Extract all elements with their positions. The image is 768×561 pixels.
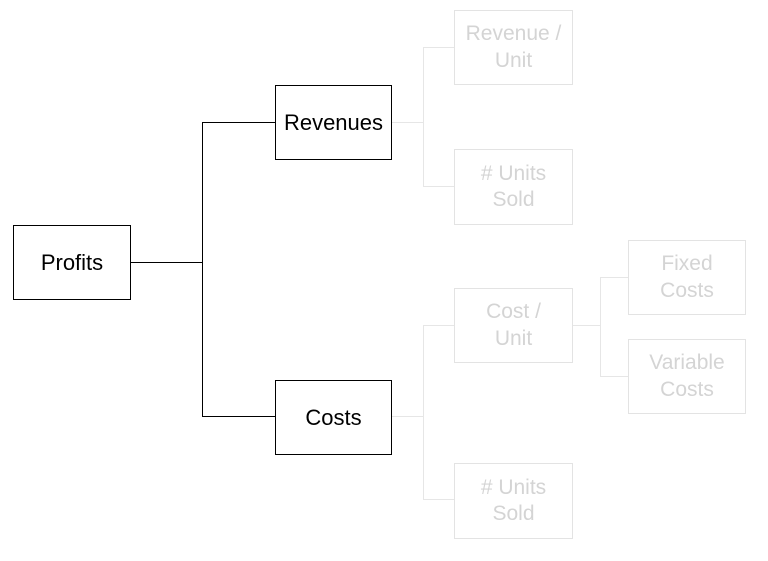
node-profits-label: Profits bbox=[40, 249, 104, 275]
node-fixed-costs-label: Fixed Costs bbox=[660, 252, 714, 302]
node-units-sold-revenue: # Units Sold bbox=[454, 149, 573, 225]
node-costs-label: Costs bbox=[305, 404, 362, 430]
connector-to-fixed-costs bbox=[600, 277, 628, 278]
node-revenue-per-unit: Revenue / Unit bbox=[454, 10, 573, 85]
connector-revenues-spine bbox=[423, 47, 424, 187]
node-revenues-label: Revenues bbox=[283, 109, 384, 135]
node-cost-per-unit: Cost / Unit bbox=[454, 288, 573, 363]
node-cost-per-unit-label: Cost / Unit bbox=[486, 300, 541, 350]
connector-level1-spine bbox=[202, 122, 203, 417]
node-variable-costs-label: Variable Costs bbox=[649, 351, 725, 401]
connector-to-revenue-per-unit bbox=[423, 47, 454, 48]
node-revenues: Revenues bbox=[275, 85, 392, 160]
connector-profits-stem bbox=[131, 262, 203, 263]
connector-to-variable-costs bbox=[600, 376, 628, 377]
node-fixed-costs: Fixed Costs bbox=[628, 240, 746, 315]
connector-to-cost-per-unit bbox=[423, 325, 454, 326]
node-units-sold-cost-label: # Units Sold bbox=[480, 475, 547, 525]
connector-cost-per-unit-spine bbox=[600, 277, 601, 377]
node-variable-costs: Variable Costs bbox=[628, 339, 746, 414]
connector-costs-spine bbox=[423, 325, 424, 500]
connector-to-units-sold-cost bbox=[423, 499, 454, 500]
connector-revenues-stem bbox=[392, 122, 424, 123]
node-costs: Costs bbox=[275, 380, 392, 455]
connector-costs-stem bbox=[392, 416, 424, 417]
node-units-sold-cost: # Units Sold bbox=[454, 463, 573, 539]
node-revenue-per-unit-label: Revenue / Unit bbox=[465, 22, 562, 72]
connector-to-units-sold-revenue bbox=[423, 186, 454, 187]
connector-to-revenues bbox=[202, 122, 275, 123]
node-profits: Profits bbox=[13, 225, 131, 300]
node-units-sold-revenue-label: # Units Sold bbox=[480, 161, 547, 211]
connector-cost-per-unit-stem bbox=[573, 325, 601, 326]
connector-to-costs bbox=[202, 416, 275, 417]
